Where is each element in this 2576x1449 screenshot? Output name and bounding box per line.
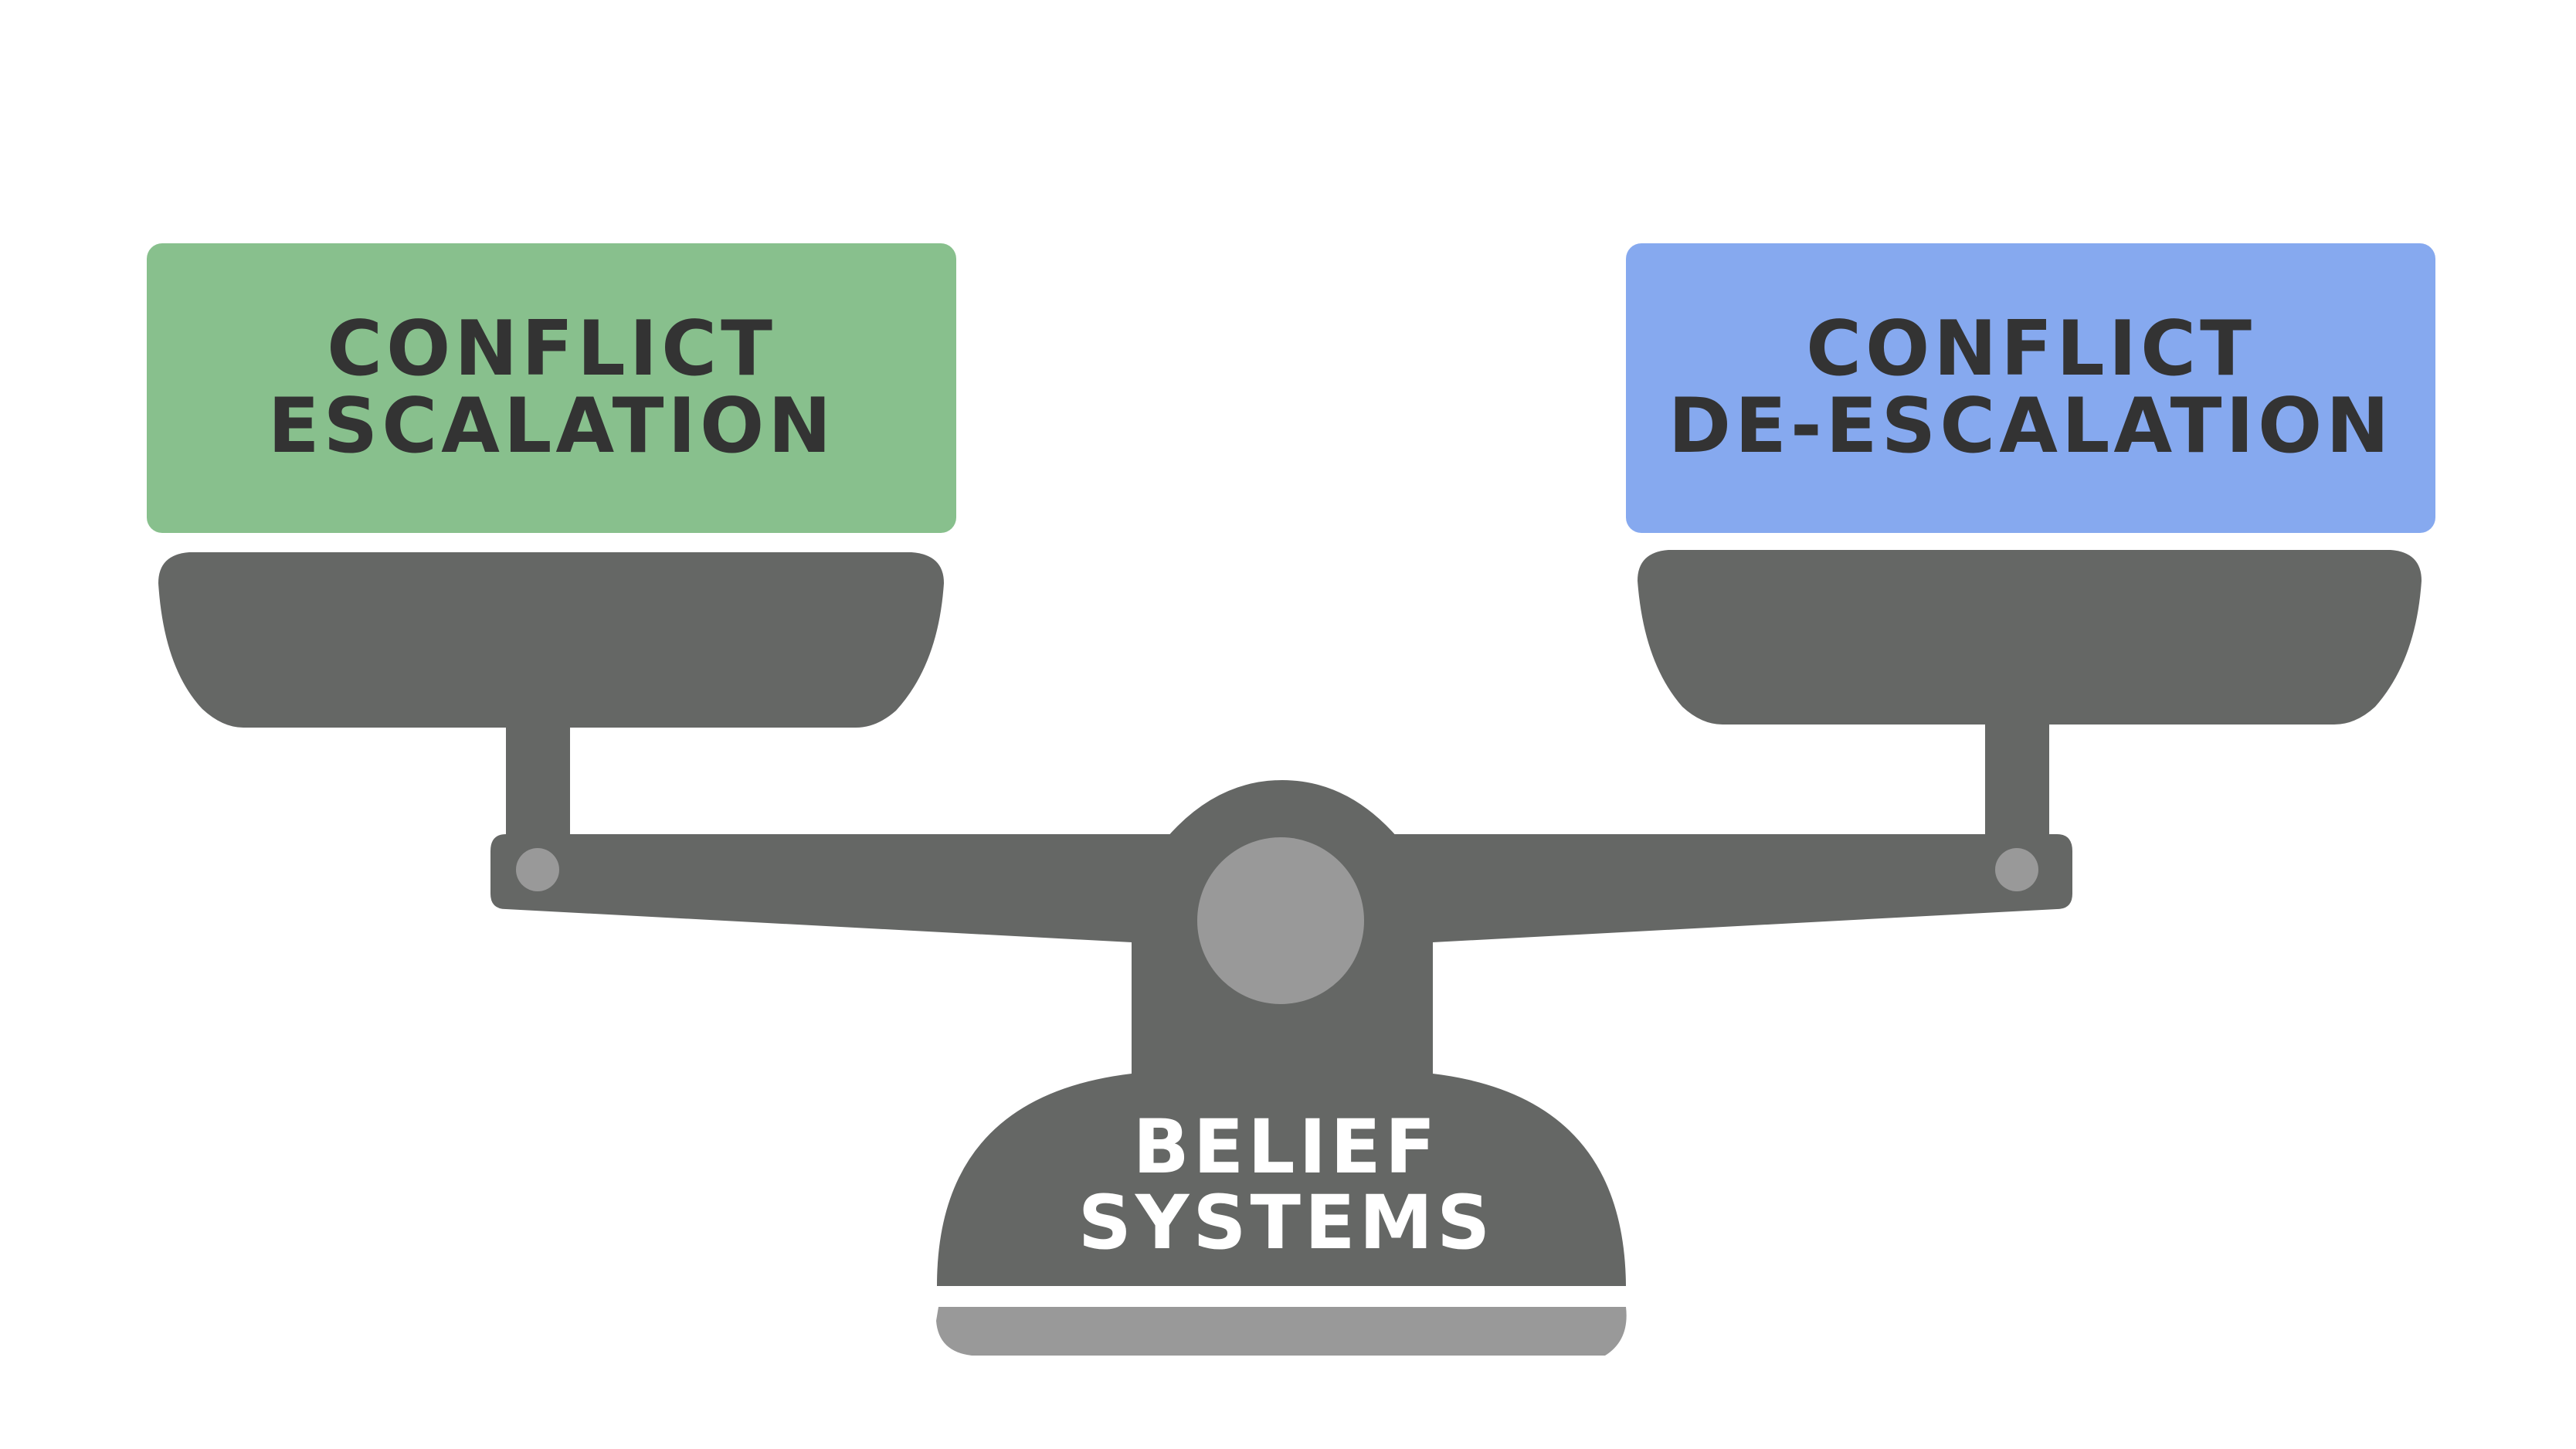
fulcrum-label: BELIEF SYSTEMS — [1004, 1097, 1568, 1274]
right-box-line2: DE-ESCALATION — [1668, 382, 2394, 470]
left-box-line2: ESCALATION — [267, 382, 836, 470]
left-pan-stem — [506, 722, 570, 838]
left-box-line1: CONFLICT — [327, 304, 776, 393]
fulcrum-line2: SYSTEMS — [1078, 1179, 1495, 1266]
left-concept-box — [147, 243, 956, 533]
fulcrum-top-dome — [1166, 780, 1398, 838]
fulcrum-line1: BELIEF — [1132, 1104, 1440, 1191]
right-box-line1: CONFLICT — [1806, 304, 2255, 393]
right-pan-stem — [1985, 722, 2049, 838]
left-pan — [158, 552, 944, 728]
right-concept-box — [1626, 243, 2435, 533]
fulcrum-base — [937, 1074, 1626, 1286]
left-bolt — [516, 848, 559, 891]
right-pan — [1638, 550, 2422, 724]
right-box-label: CONFLICT DE-ESCALATION — [1626, 243, 2435, 533]
right-bolt — [1995, 848, 2038, 891]
left-box-label: CONFLICT ESCALATION — [147, 243, 956, 533]
pivot-circle — [1197, 837, 1364, 1004]
base-plate — [936, 1307, 1627, 1356]
